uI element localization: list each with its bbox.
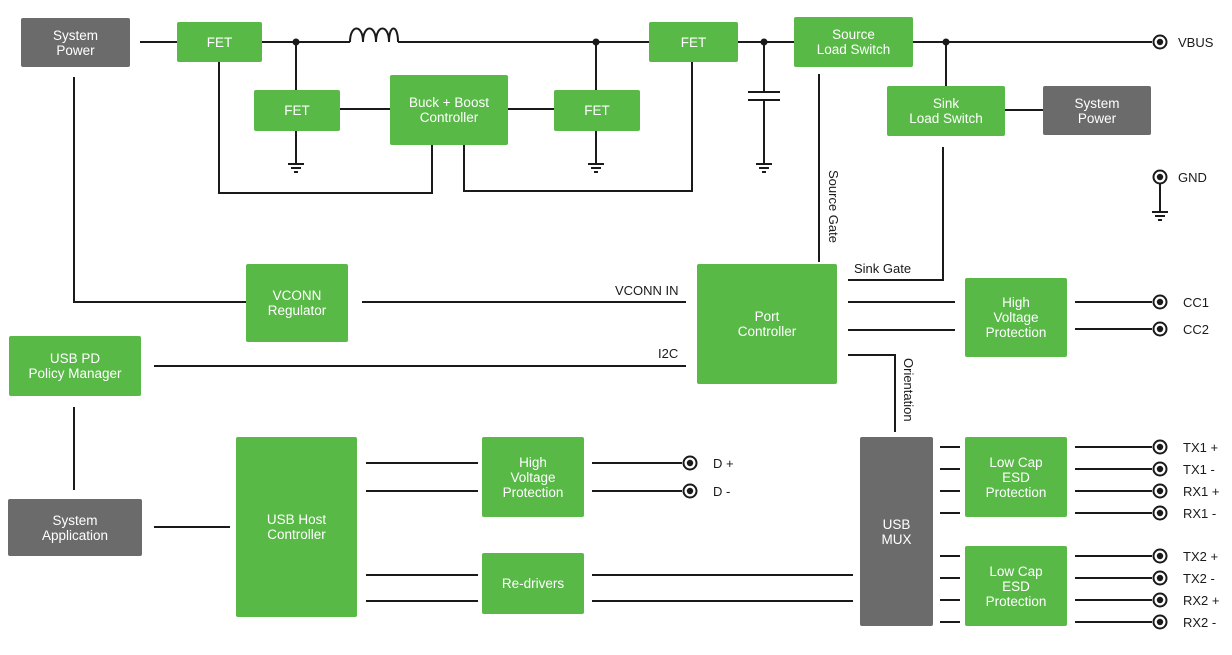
rx1p-label: RX1 +	[1183, 484, 1220, 499]
block-label: Source Load Switch	[816, 27, 891, 57]
vbus-label: VBUS	[1178, 35, 1214, 50]
hvp-d-block: High Voltage Protection	[482, 437, 584, 517]
fet-top-right-block: FET	[649, 22, 738, 62]
esd-protection-2-block: Low Cap ESD Protection	[965, 546, 1067, 626]
tx1m-label: TX1 -	[1183, 462, 1215, 477]
rx2m-label: RX2 -	[1183, 615, 1217, 630]
block-label: FET	[680, 34, 707, 50]
rx2p-label: RX2 +	[1183, 593, 1220, 608]
i2c-label: I2C	[658, 346, 679, 361]
block-label: FET	[584, 103, 610, 118]
block-label: System Application	[41, 512, 109, 543]
block-label: VCONN Regulator	[267, 288, 327, 318]
block-label: FET	[284, 103, 310, 118]
block-label: FET	[206, 34, 233, 50]
sink-load-switch-block: Sink Load Switch	[887, 86, 1005, 136]
block-label: System Power	[1074, 95, 1120, 126]
usb-host-controller-block: USB Host Controller	[236, 437, 357, 617]
tx2m-label: TX2 -	[1183, 571, 1215, 586]
block-label: Re-drivers	[501, 576, 565, 591]
tx2p-label: TX2 +	[1183, 549, 1219, 564]
tx1p-label: TX1 +	[1183, 440, 1219, 455]
sink-gate-label: Sink Gate	[854, 261, 912, 276]
hvp-cc-block: High Voltage Protection	[965, 278, 1067, 357]
rx1m-label: RX1 -	[1183, 506, 1217, 521]
block-label: Buck + Boost Controller	[409, 95, 489, 125]
vconn-regulator-block: VCONN Regulator	[246, 264, 348, 342]
usb-pd-policy-manager-block: USB PD Policy Manager	[9, 336, 141, 396]
cc1-label: CC1	[1183, 295, 1210, 310]
wire-sink-gate	[848, 147, 944, 281]
source-gate-label: Source Gate	[826, 170, 841, 243]
block-label: USB Host Controller	[266, 512, 327, 542]
block-label: Low Cap ESD Protection	[985, 454, 1047, 500]
inductor-icon	[349, 27, 399, 43]
system-application-block: System Application	[8, 499, 142, 556]
re-drivers-block: Re-drivers	[482, 553, 584, 614]
block-label: Sink Load Switch	[909, 96, 983, 126]
wire-sys-power-to-vconn	[73, 77, 246, 303]
block-label: System Power	[52, 27, 98, 58]
gnd-label: GND	[1178, 170, 1207, 185]
buck-boost-controller-block: Buck + Boost Controller	[390, 75, 508, 145]
d-minus-label: D -	[713, 484, 731, 499]
block-label: High Voltage Protection	[985, 295, 1047, 340]
block-label: Port Controller	[737, 309, 797, 339]
usb-mux-block: USB MUX	[860, 437, 933, 626]
wire-orientation	[848, 354, 896, 432]
d-plus-label: D +	[713, 456, 734, 471]
block-label: USB PD Policy Manager	[28, 351, 122, 381]
port-controller-block: Port Controller	[697, 264, 837, 384]
system-power-right-block: System Power	[1043, 86, 1151, 135]
fet-mid-left-block: FET	[254, 90, 340, 131]
block-label: Low Cap ESD Protection	[985, 563, 1047, 609]
fet-mid-right-block: FET	[554, 90, 640, 131]
block-label: High Voltage Protection	[502, 454, 564, 500]
cc2-label: CC2	[1183, 322, 1210, 337]
system-power-left-block: System Power	[21, 18, 130, 67]
fet-top-left-block: FET	[177, 22, 262, 62]
wire-buck-gate-left	[218, 62, 433, 194]
vconn-in-label: VCONN IN	[615, 283, 679, 298]
wire-buck-gate-right	[463, 62, 693, 192]
source-load-switch-block: Source Load Switch	[794, 17, 913, 67]
block-label: USB MUX	[881, 516, 912, 547]
orientation-label: Orientation	[901, 358, 916, 422]
esd-protection-1-block: Low Cap ESD Protection	[965, 437, 1067, 517]
